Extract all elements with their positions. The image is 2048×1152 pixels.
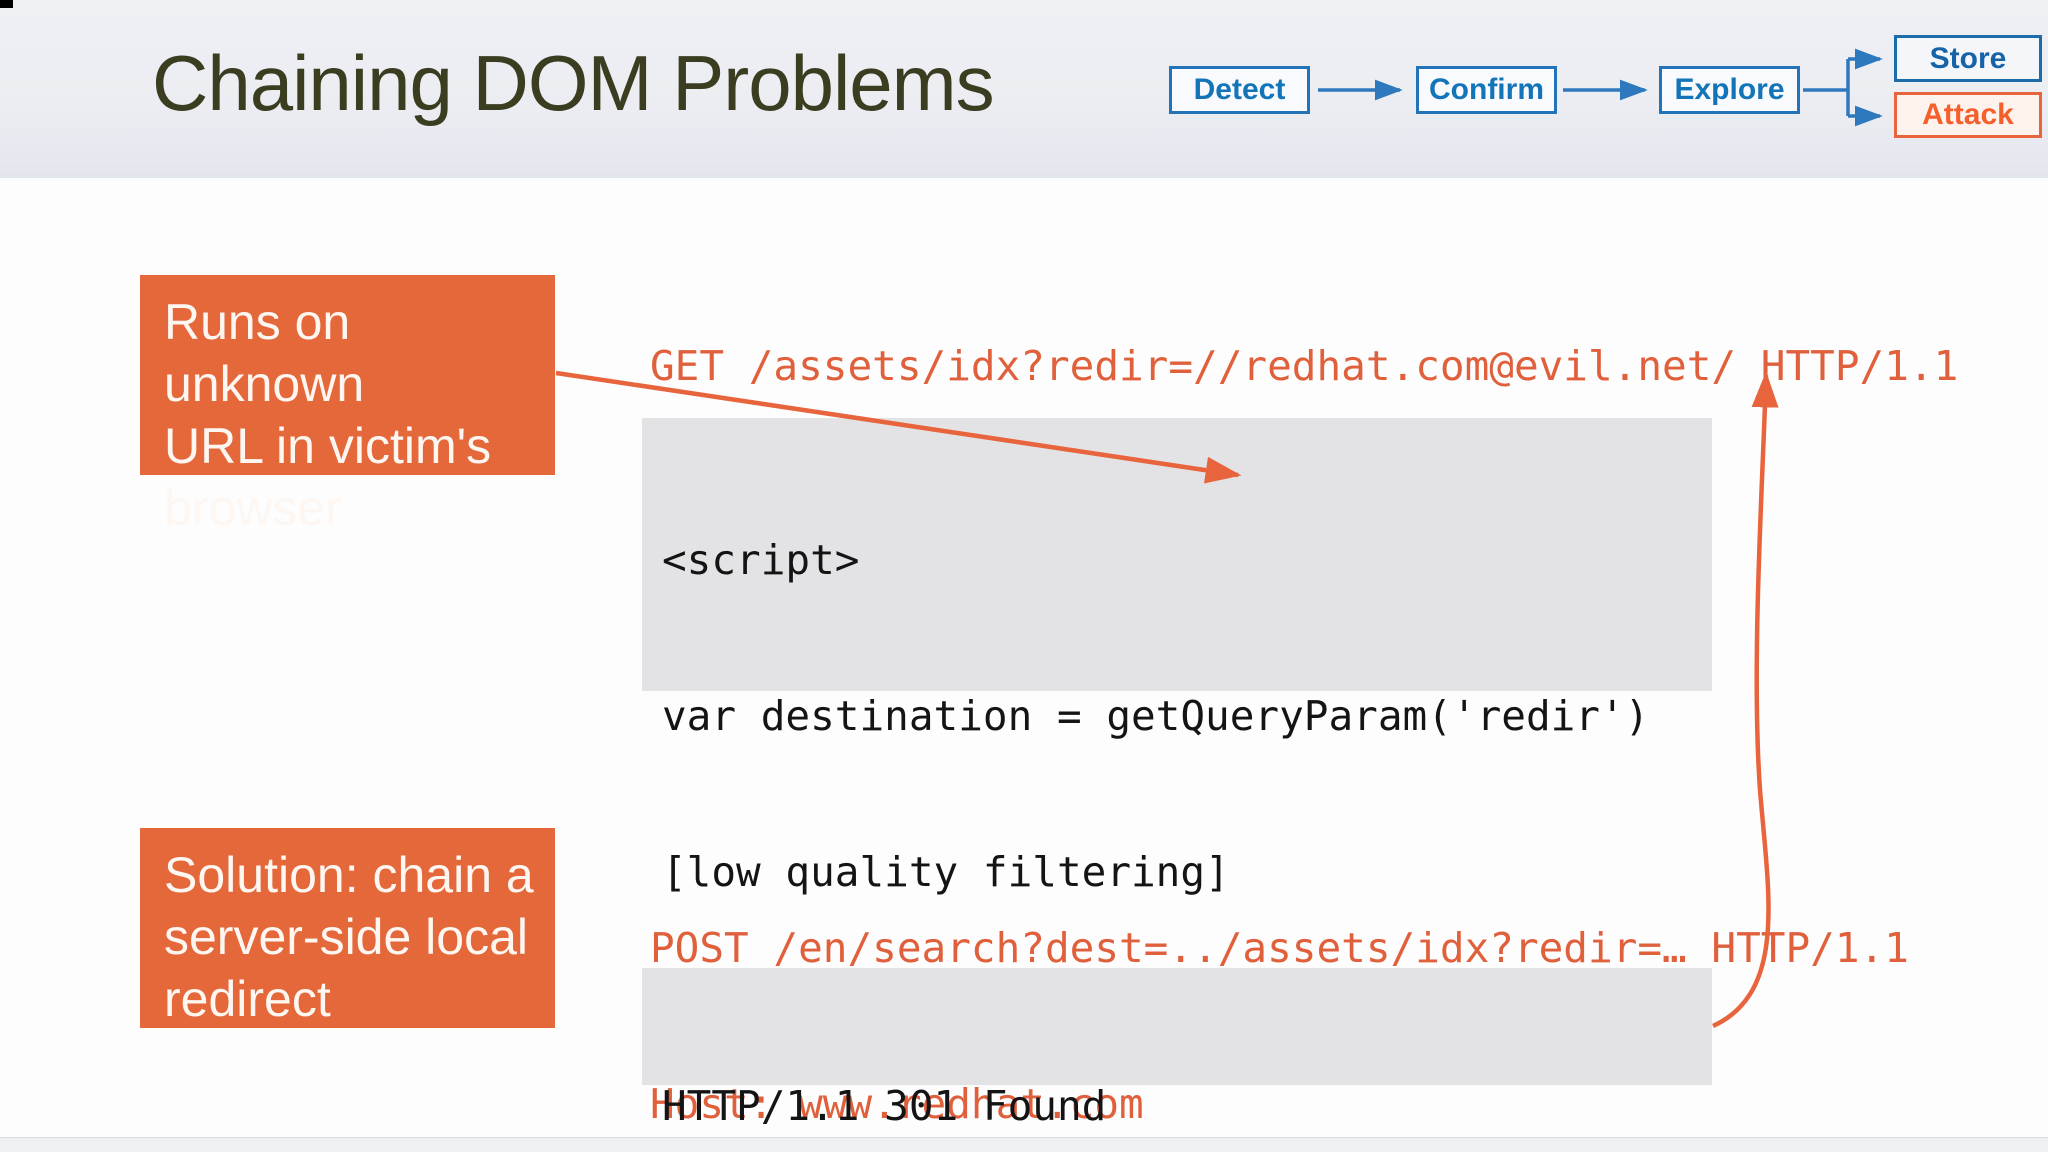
callout-solution-chain-redirect: Solution: chain a server-side local redi… (140, 828, 555, 1028)
flow-step-detect: Detect (1169, 66, 1310, 114)
code-line: [low quality filtering] (662, 848, 1230, 896)
post-request-text: POST /en/search?dest=../assets/idx?redir… (650, 818, 1909, 1152)
corner-artifact (0, 0, 13, 8)
callout-line: URL in victim's (164, 418, 492, 474)
flow-step-detect-label: Detect (1193, 73, 1286, 106)
callout-line: server-side local (164, 909, 529, 965)
slide-bottom-edge (0, 1137, 2048, 1152)
post-request-line: POST /en/search?dest=../assets/idx?redir… (650, 924, 1909, 972)
response-code-block: HTTP/1.1 301 Found Location: /assets/idx… (642, 968, 1712, 1130)
code-line: <script> (662, 536, 860, 584)
callout-line: browser (164, 480, 342, 536)
slide-title: Chaining DOM Problems (152, 39, 995, 127)
flow-step-explore-label: Explore (1674, 73, 1785, 106)
code-line: HTTP/1.1 301 Found (662, 1082, 1107, 1130)
get-request-line: GET /assets/idx?redir=//redhat.com@evil.… (650, 342, 1959, 390)
callout-line: Runs on unknown (164, 294, 365, 412)
script-code-block: <script> var destination = getQueryParam… (642, 418, 1712, 1052)
callout-line: redirect (164, 971, 331, 1027)
flow-outcome-attack: Attack (1894, 92, 2042, 138)
code-line: var destination = getQueryParam('redir') (662, 692, 1650, 740)
flow-step-confirm: Confirm (1416, 66, 1557, 114)
flow-step-confirm-label: Confirm (1429, 73, 1544, 106)
flow-outcome-attack-label: Attack (1922, 98, 2014, 131)
post-request-host-line: Host: www.redhat.com (650, 1080, 1144, 1128)
flow-outcome-store: Store (1894, 35, 2042, 82)
callout-runs-on-unknown-url: Runs on unknown URL in victim's browser (140, 275, 555, 536)
slide-header: Chaining DOM Problems Detect Confirm Exp… (0, 0, 2048, 180)
callout-line: Solution: chain a (164, 847, 534, 903)
flow-outcome-store-label: Store (1929, 41, 2007, 75)
flow-step-explore: Explore (1659, 66, 1800, 114)
